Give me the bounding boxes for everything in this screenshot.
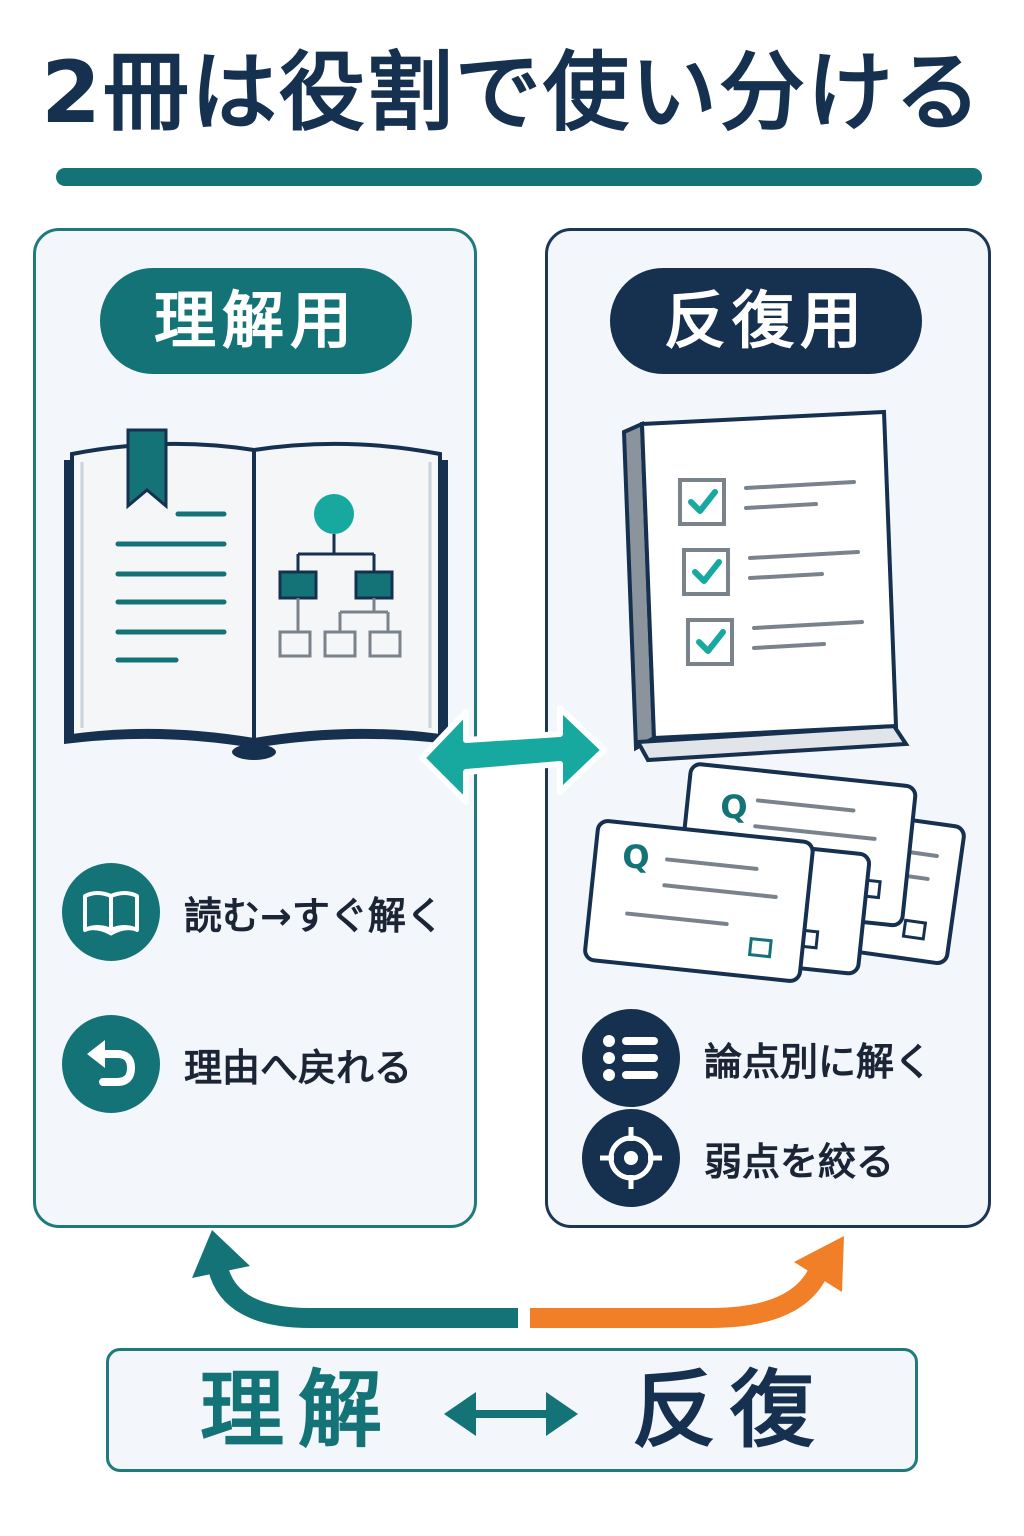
cycle-arrows	[192, 1230, 844, 1328]
feature-return-reason-label: 理由へ戻れる	[184, 1045, 413, 1090]
open-book-icon-badge	[62, 863, 160, 961]
return-arrow-icon	[87, 1040, 136, 1086]
feature-return-reason: 理由へ戻れる	[62, 1014, 412, 1114]
card-q-letters: Q Q	[622, 788, 747, 876]
understanding-label: 理解用	[100, 268, 412, 374]
return-arrow-icon-badge	[62, 1015, 160, 1113]
repetition-label: 反復用	[610, 268, 922, 374]
target-icon-badge	[582, 1109, 680, 1207]
feature-narrow-weakness: 弱点を絞る	[582, 1108, 894, 1208]
open-book-illustration	[64, 428, 448, 760]
summary-understanding: 理解	[200, 1361, 397, 1459]
feature-solve-by-topic: 論点別に解く	[582, 1008, 932, 1108]
feature-read-solve: 読む→すぐ解く	[62, 862, 444, 962]
feature-read-solve-label: 読む→すぐ解く	[184, 893, 444, 938]
checklist-book-illustration	[621, 409, 910, 763]
summary-double-arrow	[444, 1392, 578, 1436]
question-cards-illustration	[583, 762, 966, 983]
page-title: 2冊は役割で使い分ける	[41, 43, 983, 143]
feature-narrow-weakness-label: 弱点を絞る	[704, 1139, 895, 1184]
open-book-icon	[83, 891, 139, 936]
target-icon	[600, 1127, 662, 1189]
title-underline	[56, 168, 982, 186]
list-icon-badge	[582, 1009, 680, 1107]
card-q-letter-front: Q	[622, 838, 649, 876]
summary-repetition: 反復	[632, 1361, 829, 1459]
list-icon	[603, 1035, 658, 1081]
feature-solve-by-topic-label: 論点別に解く	[704, 1039, 933, 1084]
card-q-letter-back: Q	[720, 788, 747, 826]
exchange-double-arrow	[419, 705, 607, 805]
